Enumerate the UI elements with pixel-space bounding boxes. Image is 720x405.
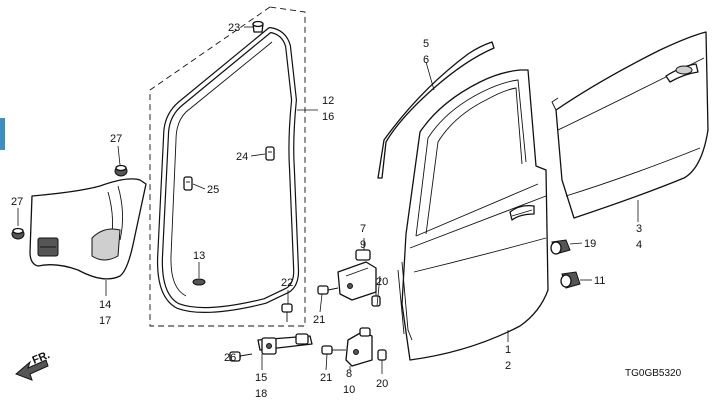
callout-4: 4 [636, 239, 642, 251]
callout-14: 14 [99, 299, 111, 311]
leader-lines [17, 26, 639, 374]
callout-22: 22 [281, 277, 293, 289]
callout-2: 2 [505, 360, 511, 372]
clip-24[interactable] [265, 146, 275, 161]
callout-27-upper: 27 [110, 133, 122, 145]
front-direction-arrow [15, 359, 49, 381]
front-door-panel[interactable] [397, 69, 549, 361]
callout-20-lower: 20 [376, 378, 388, 390]
callout-24: 24 [236, 151, 248, 163]
sash-molding-strip[interactable] [377, 41, 495, 179]
callout-10: 10 [343, 384, 355, 396]
door-weatherstrip[interactable] [156, 27, 300, 313]
callout-20-upper: 20 [376, 276, 388, 288]
callout-23: 23 [228, 22, 240, 34]
diagram-code: TG0GB5320 [625, 368, 682, 379]
door-checker[interactable] [257, 333, 313, 355]
door-outer-skin[interactable] [551, 31, 709, 219]
group-boundary [149, 6, 306, 327]
clip-13[interactable] [192, 278, 206, 286]
bolt-22[interactable] [281, 303, 293, 322]
callout-1: 1 [505, 344, 511, 356]
callout-18: 18 [255, 388, 267, 400]
callout-5: 5 [423, 38, 429, 50]
callout-6: 6 [423, 54, 429, 66]
side-tab-marker[interactable] [0, 118, 5, 150]
callout-12: 12 [322, 95, 334, 107]
bumper-11[interactable] [560, 271, 581, 289]
callout-15: 15 [255, 372, 267, 384]
callout-11: 11 [594, 275, 605, 287]
callout-8: 8 [346, 368, 352, 380]
cap-23[interactable] [252, 20, 264, 33]
callout-27-lower: 27 [11, 196, 23, 208]
callout-17: 17 [99, 315, 111, 327]
callout-7: 7 [360, 223, 366, 235]
callout-19: 19 [584, 238, 596, 250]
callout-9: 9 [360, 239, 366, 251]
callout-25: 25 [207, 184, 219, 196]
callout-26: 26 [224, 352, 236, 364]
bolt-21-lower[interactable] [321, 345, 346, 355]
callout-21-upper: 21 [313, 314, 325, 326]
bumper-19[interactable] [550, 239, 571, 255]
callout-3: 3 [636, 223, 642, 235]
lower-hinge[interactable] [345, 327, 373, 367]
cap-27-lower[interactable] [11, 227, 25, 240]
bolt-26[interactable] [229, 351, 253, 362]
cap-27-upper[interactable] [114, 164, 128, 177]
bolt-21-upper[interactable] [317, 285, 339, 295]
callout-21-lower: 21 [320, 372, 332, 384]
direction-label: FR. [31, 349, 52, 367]
callout-16: 16 [322, 111, 334, 123]
bolt-20-lower[interactable] [377, 349, 387, 361]
clip-25[interactable] [183, 176, 193, 191]
door-inner-shield[interactable] [29, 178, 147, 280]
callout-13: 13 [193, 250, 205, 262]
upper-hinge[interactable] [337, 249, 377, 301]
